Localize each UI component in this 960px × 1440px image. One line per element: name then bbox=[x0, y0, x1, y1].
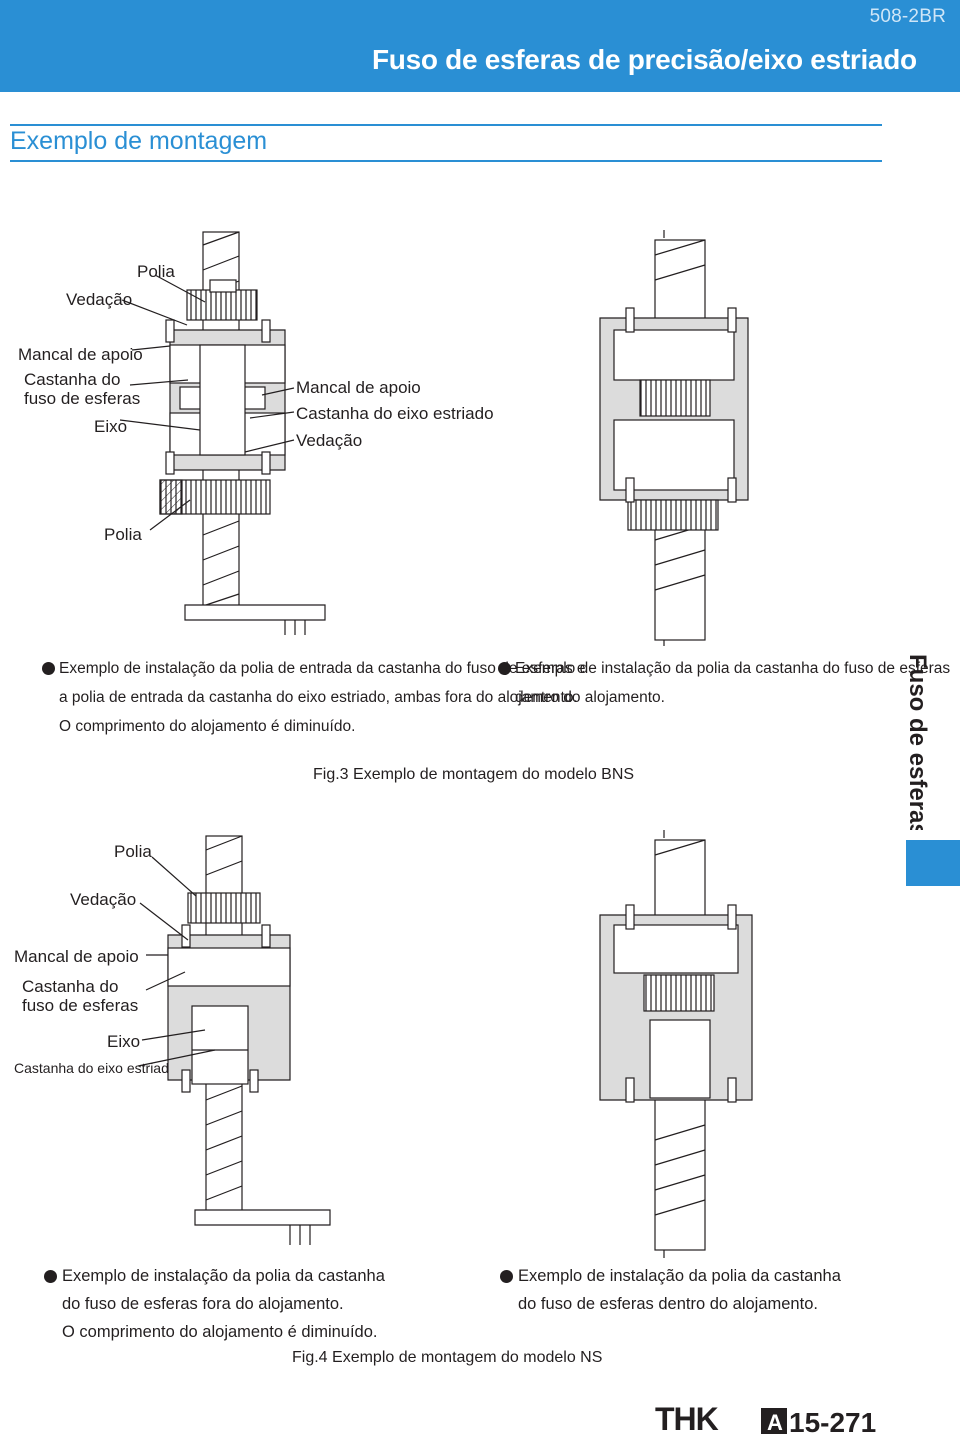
fig4-right-drawing bbox=[599, 830, 753, 1260]
fig4-caption: Fig.4 Exemplo de montagem do modelo NS bbox=[292, 1349, 603, 1366]
label-polia: Polia bbox=[137, 262, 175, 281]
bullet-icon bbox=[500, 1270, 513, 1283]
label-eixo: Eixo bbox=[94, 417, 128, 436]
side-tab-label: Fuso de esferas bbox=[896, 650, 948, 830]
header-band bbox=[0, 0, 960, 92]
desc-line: do fuso de esferas fora do alojamento. bbox=[62, 1295, 344, 1313]
bullet-icon bbox=[42, 662, 55, 675]
label-mancal-de-apoio-right: Mancal de apoio bbox=[296, 378, 421, 397]
fig3-right-description: Exemplo de instalação da polia da castan… bbox=[498, 654, 951, 712]
label-castanha-fuso-line1: Castanha do bbox=[22, 977, 119, 996]
label-polia: Polia bbox=[114, 842, 152, 861]
side-tab-marker bbox=[906, 840, 960, 886]
desc-line: Exemplo de instalação da polia de entrad… bbox=[59, 660, 586, 677]
svg-text:THK: THK bbox=[655, 1402, 719, 1436]
label-castanha-fuso-line2: fuso de esferas bbox=[24, 389, 141, 408]
label-eixo: Eixo bbox=[107, 1032, 141, 1051]
desc-line: do fuso de esferas dentro do alojamento. bbox=[518, 1295, 818, 1313]
label-castanha-eixo-estriado: Castanha do eixo estriado bbox=[296, 404, 494, 423]
label-castanha-eixo-estriado: Castanha do eixo estriado bbox=[14, 1060, 177, 1076]
svg-text:A: A bbox=[767, 1410, 783, 1435]
bullet-icon bbox=[44, 1270, 57, 1283]
label-vedacao-right: Vedação bbox=[296, 431, 363, 450]
page-title: Fuso de esferas de precisão/eixo estriad… bbox=[372, 44, 917, 75]
label-polia-bottom: Polia bbox=[104, 525, 142, 544]
desc-line: Exemplo de instalação da polia da castan… bbox=[515, 660, 951, 677]
section-rule-bottom bbox=[10, 160, 882, 162]
fig4-right-description: Exemplo de instalação da polia da castan… bbox=[500, 1262, 900, 1318]
desc-line: a polia de entrada da castanha do eixo e… bbox=[59, 689, 578, 706]
label-vedacao: Vedação bbox=[70, 890, 137, 909]
label-mancal-de-apoio: Mancal de apoio bbox=[18, 345, 143, 364]
thk-logo-icon: THK A 15-271 bbox=[655, 1402, 876, 1436]
section-title: Exemplo de montagem bbox=[10, 127, 268, 155]
svg-text:15-271: 15-271 bbox=[789, 1407, 876, 1436]
label-vedacao: Vedação bbox=[66, 290, 133, 309]
desc-line: O comprimento do alojamento é diminuído. bbox=[62, 1323, 378, 1341]
bullet-icon bbox=[498, 662, 511, 675]
fig3-right-drawing bbox=[599, 230, 749, 650]
fig3-caption: Fig.3 Exemplo de montagem do modelo BNS bbox=[313, 766, 635, 783]
label-mancal-de-apoio: Mancal de apoio bbox=[14, 947, 139, 966]
fig3-left-description: Exemplo de instalação da polia de entrad… bbox=[42, 654, 586, 741]
label-castanha-fuso-line2: fuso de esferas bbox=[22, 996, 139, 1015]
svg-text:Fuso de esferas: Fuso de esferas bbox=[904, 654, 931, 830]
fig4-left-description: Exemplo de instalação da polia da castan… bbox=[44, 1262, 464, 1346]
section-rule-top bbox=[10, 124, 882, 126]
fig4-left-drawing bbox=[137, 835, 331, 1245]
desc-line: Exemplo de instalação da polia da castan… bbox=[62, 1267, 385, 1285]
desc-line: Exemplo de instalação da polia da castan… bbox=[518, 1267, 841, 1285]
fig3-left-drawing bbox=[119, 231, 326, 635]
desc-line: O comprimento do alojamento é diminuído. bbox=[59, 718, 356, 735]
doc-code: 508-2BR bbox=[869, 6, 946, 27]
desc-line: dentro do alojamento. bbox=[515, 689, 665, 706]
label-castanha-fuso-line1: Castanha do bbox=[24, 370, 121, 389]
